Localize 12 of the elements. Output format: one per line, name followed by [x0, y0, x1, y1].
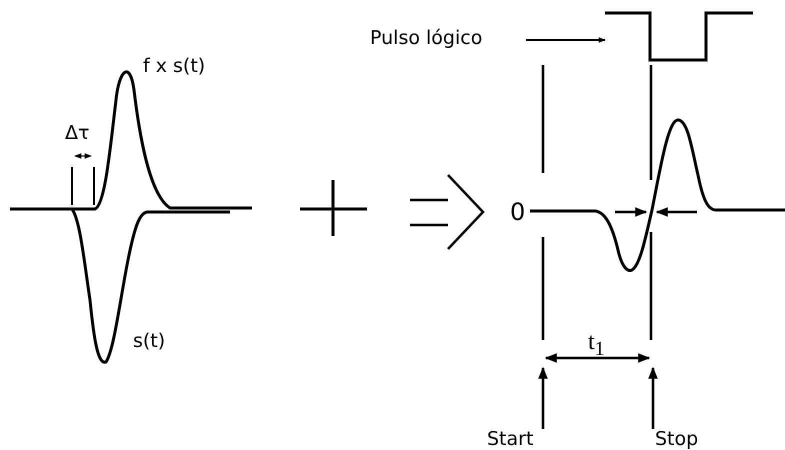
- start-label: Start: [487, 430, 557, 450]
- time-label: t$_{1}$: [588, 330, 605, 359]
- arrow: [526, 37, 606, 43]
- zero-level-label: 0: [510, 200, 526, 224]
- arrow: [538, 366, 548, 429]
- delay-label: Δτ: [65, 124, 90, 143]
- arrow: [648, 366, 658, 429]
- stop-label: Stop: [655, 430, 721, 450]
- signal-label: s(t): [133, 332, 166, 351]
- logic-pulse-drawing: [605, 11, 755, 63]
- signal-label: f x s(t): [143, 57, 206, 76]
- pulse-label: Pulso lógico: [370, 29, 520, 51]
